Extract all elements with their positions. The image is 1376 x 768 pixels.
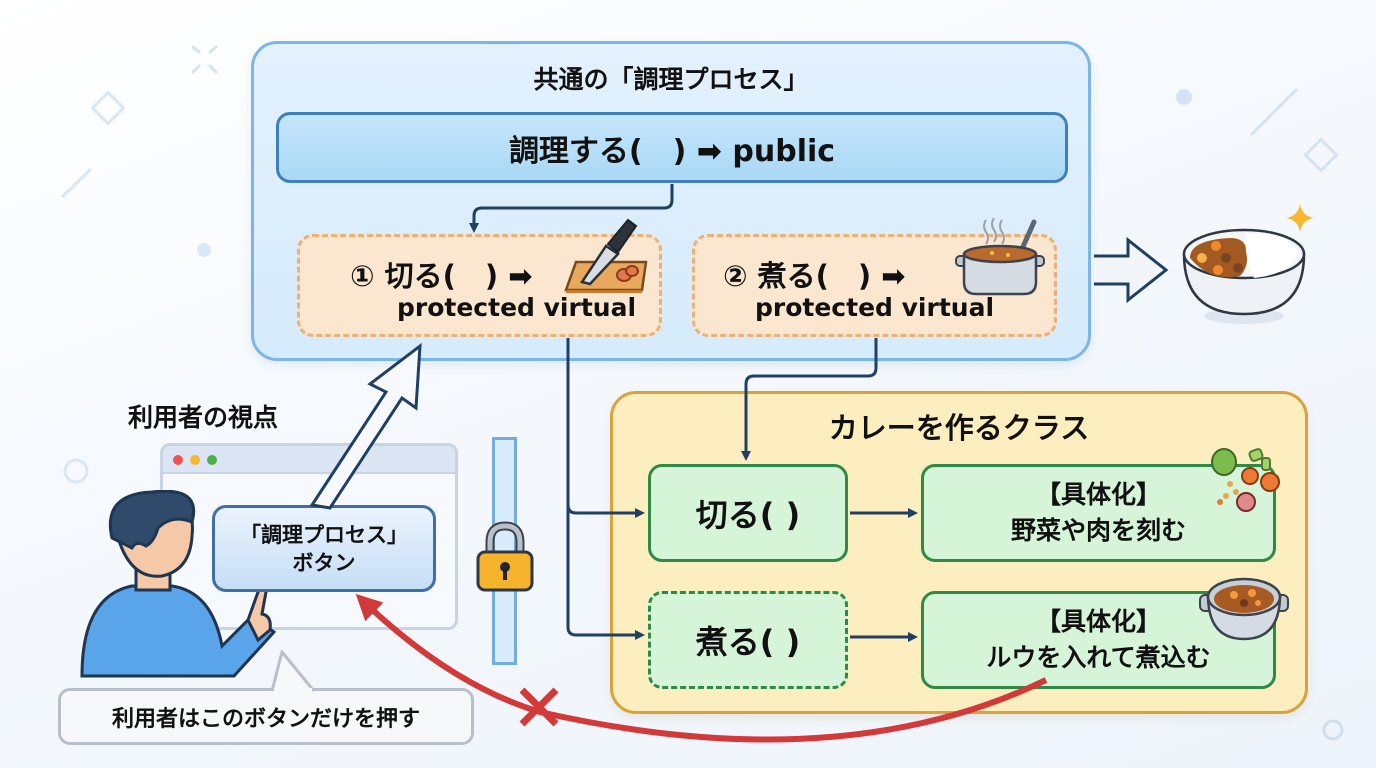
cut-implementation-text: 野菜や肉を刻む xyxy=(1010,516,1186,545)
curry-pot-icon xyxy=(1199,577,1289,641)
cooking-pot-icon xyxy=(955,217,1045,296)
cook-process-button[interactable]: 「調理プロセス」 ボタン xyxy=(212,505,436,592)
speech-bubble-tail xyxy=(270,650,316,692)
diamond-decoration xyxy=(90,90,126,126)
curry-boil-method-label: 煮る( ) xyxy=(695,623,801,661)
line-decoration xyxy=(61,168,92,198)
cut-implementation-tag: 【具体化】 xyxy=(1035,480,1161,509)
step-boil-modifier: protected virtual xyxy=(755,293,995,322)
step-cut-label: ① 切る( ) ➡ xyxy=(350,259,533,293)
cut-implementation[interactable]: 【具体化】 野菜や肉を刻む xyxy=(921,464,1276,562)
boil-implementation-text: ルウを入れて煮込む xyxy=(986,643,1211,672)
user-speech-text: 利用者はこのボタンだけを押す xyxy=(111,706,420,732)
user-avatar-illustration xyxy=(80,490,276,678)
user-perspective-title: 利用者の視点 xyxy=(128,403,279,432)
dot-decoration xyxy=(197,243,211,257)
window-titlebar xyxy=(163,446,455,474)
padlock-icon xyxy=(476,521,534,592)
curry-boil-method[interactable]: 煮る( ) xyxy=(648,591,848,689)
public-cook-method-label: 調理する( ) ➡ public xyxy=(508,133,836,169)
window-maximize-dot[interactable] xyxy=(207,455,217,465)
cook-process-button-line2: ボタン xyxy=(292,550,356,575)
curry-class-title: カレーを作るクラス xyxy=(828,411,1090,445)
window-minimize-dot[interactable] xyxy=(190,455,200,465)
curry-cut-method-label: 切る( ) xyxy=(695,496,801,534)
line-decoration xyxy=(1250,88,1298,136)
curry-cut-method[interactable]: 切る( ) xyxy=(648,464,848,562)
blocked-x-mark xyxy=(519,687,559,727)
public-cook-method[interactable]: 調理する( ) ➡ public xyxy=(276,112,1068,183)
window-close-dot[interactable] xyxy=(173,455,183,465)
common-process-title: 共通の「調理プロセス」 xyxy=(533,65,809,94)
knife-cutting-board-icon xyxy=(564,218,648,293)
boil-implementation-tag: 【具体化】 xyxy=(1035,607,1161,636)
ring-decoration xyxy=(1322,719,1344,741)
output-arrow xyxy=(1094,236,1169,304)
curry-rice-bowl-icon xyxy=(1182,228,1306,324)
vegetables-icon xyxy=(1211,448,1280,512)
cook-process-button-line1: 「調理プロセス」 xyxy=(240,522,408,547)
sparkle-decoration xyxy=(191,45,218,74)
sparkle-icon xyxy=(1286,204,1314,232)
dot-decoration xyxy=(1176,89,1192,105)
diamond-decoration xyxy=(1303,137,1339,173)
step-cut-modifier: protected virtual xyxy=(397,293,637,322)
user-speech-bubble: 利用者はこのボタンだけを押す xyxy=(58,688,474,745)
ring-decoration xyxy=(63,458,89,484)
step-boil-label: ② 煮る( ) ➡ xyxy=(723,259,906,293)
